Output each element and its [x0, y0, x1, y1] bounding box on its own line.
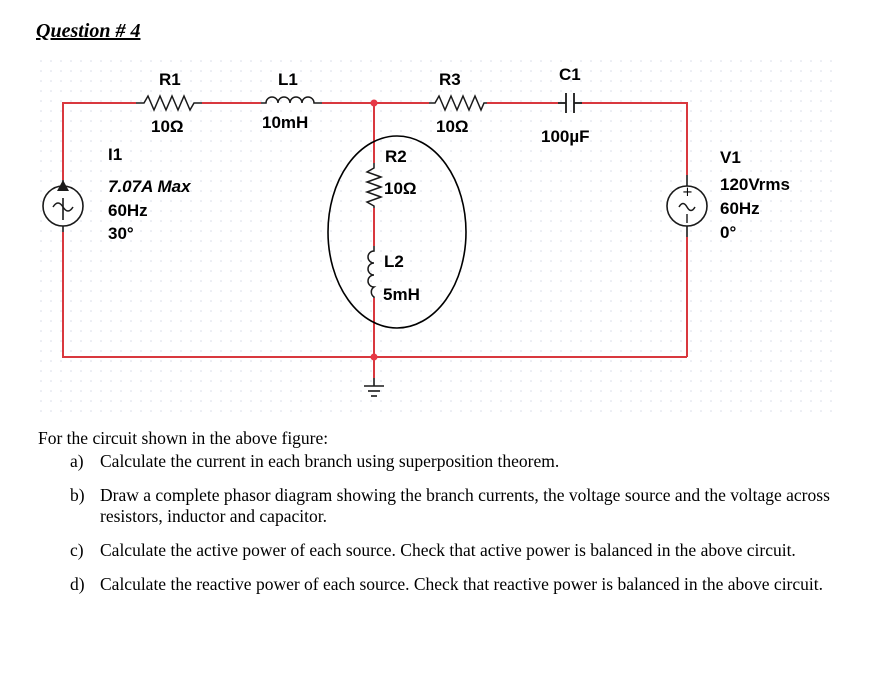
resistor-r1-symbol — [136, 94, 202, 112]
junction-bottom — [370, 353, 378, 361]
label-r1-value: 10Ω — [151, 117, 184, 136]
resistor-r3-symbol — [429, 94, 487, 112]
label-i1-amplitude: 7.07A Max — [108, 177, 192, 196]
label-c1-name: C1 — [559, 65, 581, 84]
label-r2-value: 10Ω — [384, 179, 417, 198]
item-letter: b) — [70, 485, 85, 505]
item-letter: c) — [70, 540, 84, 560]
item-text: Calculate the reactive power of each sou… — [100, 574, 823, 594]
question-item-b: b) Draw a complete phasor diagram showin… — [38, 485, 838, 527]
label-v1-phase: 0° — [720, 223, 736, 242]
svg-text:+: + — [682, 185, 693, 200]
label-l1-value: 10mH — [262, 113, 308, 132]
ground-symbol — [364, 378, 384, 397]
problem-intro: For the circuit shown in the above figur… — [38, 428, 329, 448]
label-l2-name: L2 — [384, 252, 404, 271]
junction-top — [370, 99, 378, 107]
item-text: Draw a complete phasor diagram showing t… — [100, 485, 830, 526]
branch-highlight-ellipse — [327, 135, 467, 329]
resistor-r2-symbol — [364, 163, 384, 208]
inductor-l2-symbol — [367, 246, 377, 298]
label-r3-name: R3 — [439, 70, 461, 89]
label-r1-name: R1 — [159, 70, 181, 89]
label-r2-name: R2 — [385, 147, 407, 166]
item-text: Calculate the active power of each sourc… — [100, 540, 796, 560]
question-title: Question # 4 — [36, 20, 141, 42]
question-item-a: a) Calculate the current in each branch … — [38, 451, 838, 472]
question-item-c: c) Calculate the active power of each so… — [38, 540, 838, 561]
label-r3-value: 10Ω — [436, 117, 469, 136]
label-l1-name: L1 — [278, 70, 298, 89]
current-source-i1-symbol — [42, 180, 84, 232]
label-i1-frequency: 60Hz — [108, 201, 148, 220]
circuit-diagram: + R1 10Ω L1 10mH R3 10Ω C1 100µF R2 10Ω … — [0, 45, 883, 415]
label-v1-amplitude: 120Vrms — [720, 175, 790, 194]
item-text: Calculate the current in each branch usi… — [100, 451, 560, 471]
question-item-d: d) Calculate the reactive power of each … — [38, 574, 838, 595]
problem-statement: For the circuit shown in the above figur… — [38, 428, 838, 595]
label-l2-value: 5mH — [383, 285, 420, 304]
inductor-l1-symbol — [261, 96, 322, 104]
item-letter: a) — [70, 451, 84, 471]
label-c1-value: 100µF — [541, 127, 590, 146]
capacitor-c1-symbol — [558, 93, 582, 113]
label-v1-frequency: 60Hz — [720, 199, 760, 218]
label-i1-name: I1 — [108, 145, 122, 164]
item-letter: d) — [70, 574, 85, 594]
voltage-source-v1-symbol: + — [666, 175, 708, 237]
label-v1-name: V1 — [720, 148, 741, 167]
grid-background — [40, 58, 840, 413]
label-i1-phase: 30° — [108, 224, 134, 243]
